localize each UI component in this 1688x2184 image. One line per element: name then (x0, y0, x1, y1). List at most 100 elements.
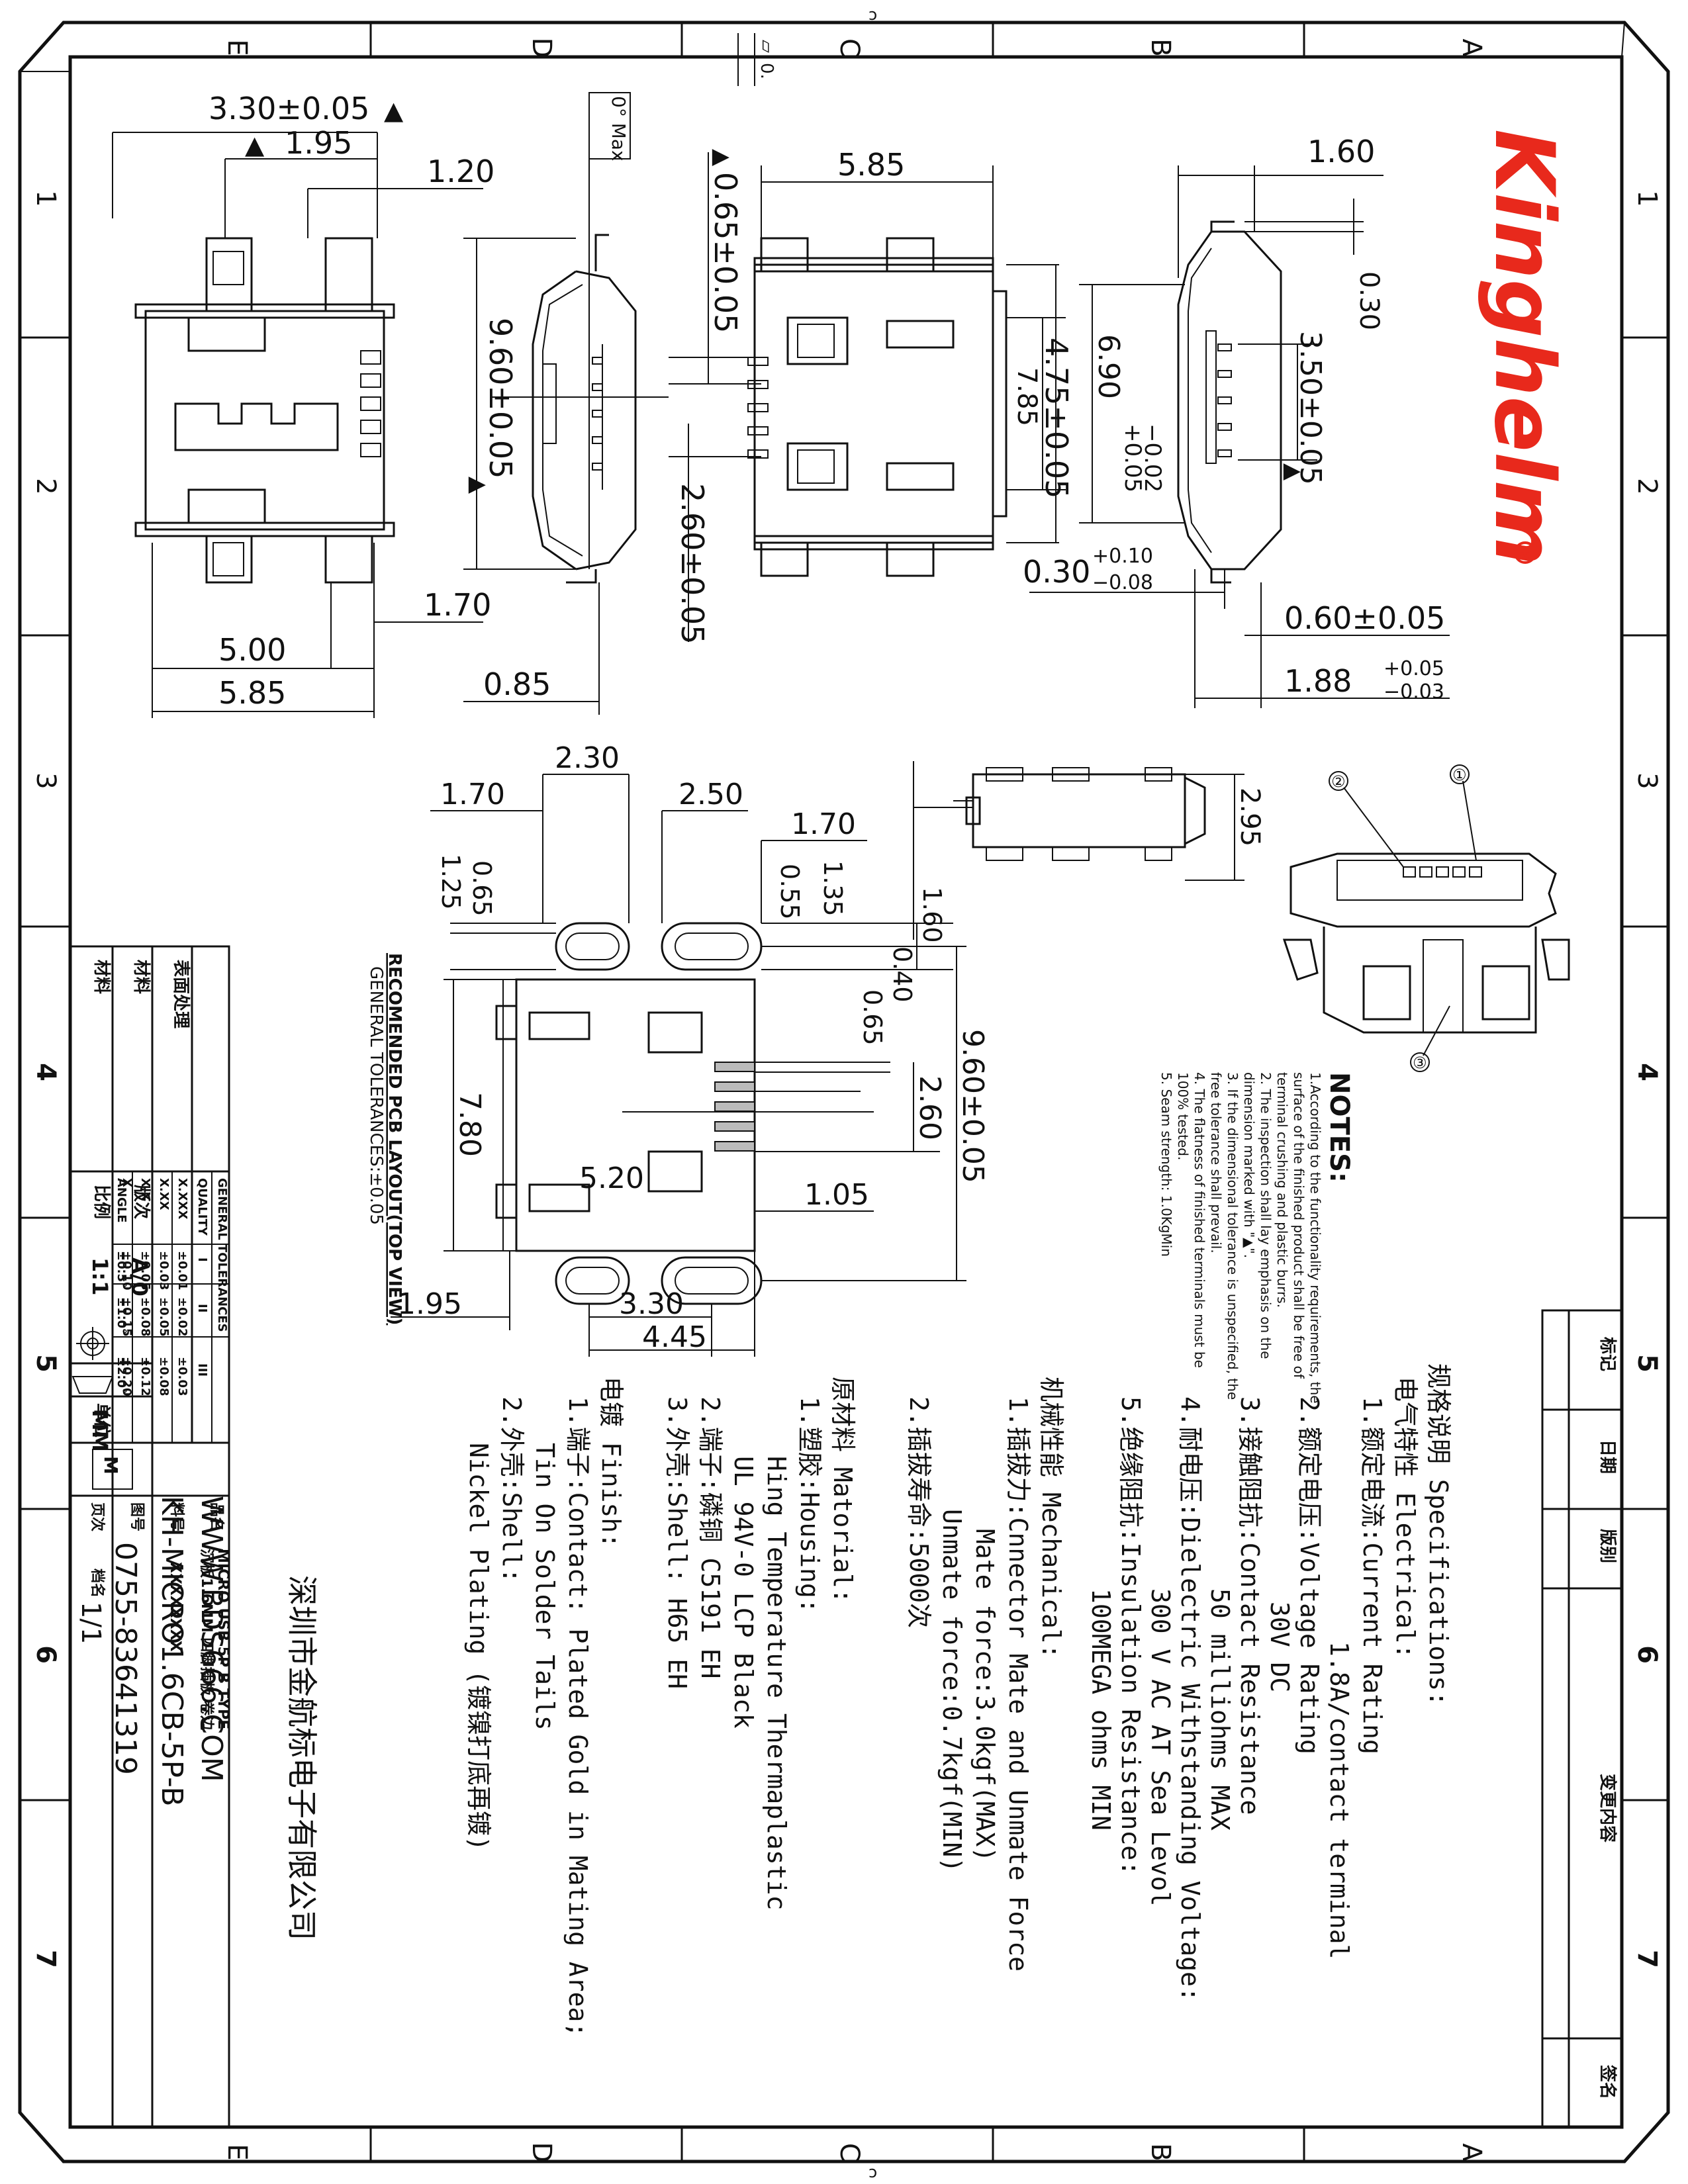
spec-line-16: Unmate force:0.7kgf(MIN) (937, 1509, 966, 1872)
zone-number-left-1: 1 (30, 190, 61, 206)
title-company: 深圳市金航标电子有限公司 (284, 1575, 320, 1940)
zone-letter-bottom-d: D (526, 2142, 557, 2163)
tol-header-3: III (195, 1363, 209, 1377)
tol-header-1: I (195, 1257, 209, 1262)
title-treatment-label: 表面处理 (171, 960, 191, 1028)
notes-line-6: 3. If the dimensional tolerance is unspe… (1225, 1072, 1241, 1400)
svg-text:▲: ▲ (1280, 463, 1307, 481)
title-website: WWW.BDS666.COM (195, 1496, 228, 1782)
spec-line-22: 2.端子:磷铜 C5191 EH (696, 1396, 725, 1679)
pcb-dim-12: 9.60±0.05 (956, 1029, 990, 1183)
zone-number-left-4: 4 (30, 1063, 61, 1081)
center-marks: ɔ ɔ (868, 5, 877, 2181)
tol-row-1-a: ±0.01 (175, 1251, 189, 1291)
title-page-label: 页次 (89, 1502, 106, 1531)
zone-number-right-2: 2 (1632, 478, 1662, 494)
notes-line-8: 4. The flatness of finished terminals mu… (1192, 1072, 1207, 1368)
dim-small-side: 2.95 (1235, 788, 1265, 846)
front-view-dimensions: 3.30±0.05 ▲ ▲ 1.95 1.20 1.70 5.00 5.85 (112, 91, 494, 718)
spec-line-14: 1.插拔力:Cnnector Mate and Unmate Force (1004, 1396, 1033, 1972)
tol-row-3-label: X.X (138, 1178, 152, 1201)
title-version-label: 版次 (131, 1184, 151, 1219)
zone-number-right-3: 3 (1632, 772, 1662, 789)
dim-top-tail: 2.60±0.05 (675, 483, 710, 644)
spec-line-25: 1.端子:Contact: Plated Gold in Mating Area… (563, 1396, 592, 2037)
zone-letter-bottom-e: E (222, 2144, 252, 2160)
spec-line-8: 50 milliohms MAX (1205, 1588, 1235, 1831)
spec-line-12: 100MEGA ohms MIN (1086, 1588, 1115, 1831)
dim-opening-tol-plus: +0.05 (1119, 424, 1146, 492)
dim-bottom-a: 1.70 (424, 587, 491, 623)
notes-line-7: free tolerance shall prevail. (1208, 1072, 1224, 1253)
tolerance-title: GENERAL TOLERANCES (215, 1178, 229, 1332)
dim-bottom-c: 5.85 (218, 675, 286, 711)
pcb-layout-tolerance: GENERAL TOLERANCES:±0.05 (366, 966, 386, 1225)
spec-line-2: 电气特性 Electrical: (1391, 1377, 1420, 1659)
dim-lead: 0.30 (1023, 554, 1090, 590)
title-part-label: 料号 (168, 1502, 185, 1531)
zone-number-left-6: 6 (30, 1645, 61, 1664)
spec-line-11: 5.绝缘阻抗:Insulation Resistance: (1116, 1396, 1145, 1876)
pcb-dim-6: 0.65 (467, 860, 496, 917)
right-view-dimensions: 1.60 0.30 6.90 +0.05 −0.02 3.50±0.05 ▲ 0… (1023, 134, 1450, 708)
title-scale-label: 比例 (91, 1185, 111, 1219)
brand-name: Kinghelm (1476, 129, 1571, 566)
zone-number-right-6: 6 (1632, 1645, 1662, 1664)
svg-text:▲: ▲ (384, 96, 404, 125)
title-version: A/0 (127, 1257, 152, 1297)
dim-top-pin-pitch: 0.65±0.05 (708, 172, 743, 333)
zone-letter-bottom-c: C (834, 2143, 865, 2161)
top-view-dimensions: 5.85 ▲ 0.65±0.05 2.60±0.05 7.85 4.75±0.0… (669, 147, 1074, 644)
notes-line-10: 5. Seam strength: 1.0KgMin (1158, 1072, 1174, 1257)
pcb-dim-7: 1.35 (818, 860, 847, 917)
title-drawing-label: 图号 (128, 1502, 145, 1531)
spec-line-9: 4.耐电压:Dielectric Withstanding Voltage: (1176, 1396, 1205, 2002)
spec-line-20: Hing Temperature Thermaplastic (762, 1456, 791, 1910)
tol-row-2-label: X.XX (157, 1178, 171, 1210)
tol-row-1-b: ±0.02 (175, 1297, 189, 1337)
small-side-view: 2.95 (913, 761, 1265, 940)
notes-line-5: dimension marked with "▲". (1241, 1072, 1257, 1258)
title-part-no: XXXXXXXX (167, 1562, 183, 1652)
pcb-dim-19: 4.45 (642, 1320, 707, 1354)
dim-opening-b: 3.50±0.05 (1293, 331, 1327, 485)
title-unit-label: 单位 (91, 1403, 112, 1437)
svg-text:⏥: ⏥ (757, 40, 776, 53)
spec-line-23: 3.外壳:Shell: H65 EH (663, 1396, 692, 1689)
spec-line-19: 1.塑胶:Housing: (795, 1396, 824, 1614)
dim-lead-tol-minus: −0.08 (1092, 571, 1153, 594)
tol-row-5-a: ±0.5° (115, 1251, 128, 1288)
dim-opening-a: 6.90 (1092, 334, 1125, 399)
revision-header-date: 日期 (1597, 1439, 1617, 1474)
tol-row-3-a: ±0.05 (138, 1251, 152, 1291)
pcb-dim-15: 5.20 (579, 1161, 644, 1195)
dim-width-a: 1.95 (285, 125, 352, 161)
title-block: 材料 材料 表面处理 比例 版次 单位 1:1 A/0 MM GENERAL T… (69, 945, 320, 2128)
spec-line-18: 原材料 Matorial: (828, 1377, 857, 1604)
svg-text:R: R (1516, 548, 1532, 559)
spec-line-28: Nickel Plating (镀镍打底再镀) (464, 1443, 493, 1851)
callout-3: ③ (1413, 1054, 1427, 1072)
title-material-label: 材料 (91, 960, 111, 994)
zone-number-right-1: 1 (1632, 190, 1662, 206)
zone-number-left-2: 2 (30, 478, 61, 494)
spec-line-5: 2.额定电压:Voltage Rating (1295, 1396, 1324, 1754)
pcb-dim-16: 1.05 (804, 1178, 869, 1212)
zone-letter-top-a: A (1456, 38, 1487, 57)
zone-letters: E D C B A E D C B A (222, 23, 1487, 2162)
zone-number-right-4: 4 (1632, 1063, 1662, 1081)
notes-line-2: surface of the finished product shall be… (1291, 1072, 1307, 1379)
brand-logo: Kinghelm R (1476, 129, 1571, 566)
pcb-dim-4: 1.70 (791, 807, 856, 841)
tol-row-4-c: ±0.20 (120, 1357, 134, 1396)
dim-width-b: 1.20 (427, 154, 494, 189)
pcb-dim-13: 2.60 (913, 1075, 947, 1140)
title-product-sub: 沉板1.6MM 四脚插板 卷边 (198, 1549, 215, 1731)
tol-row-1-label: X.XXX (175, 1178, 189, 1219)
svg-text:ɔ: ɔ (868, 2163, 877, 2181)
dim-right-thickness: 0.60±0.05 (1284, 600, 1445, 636)
notes-line-3: terminal crushing and plastic burrs. (1274, 1072, 1290, 1308)
dim-side-angle: 0° Max (608, 96, 630, 161)
pcb-dim-8: 0.55 (775, 864, 804, 920)
revision-header-version: 版别 (1597, 1528, 1617, 1563)
